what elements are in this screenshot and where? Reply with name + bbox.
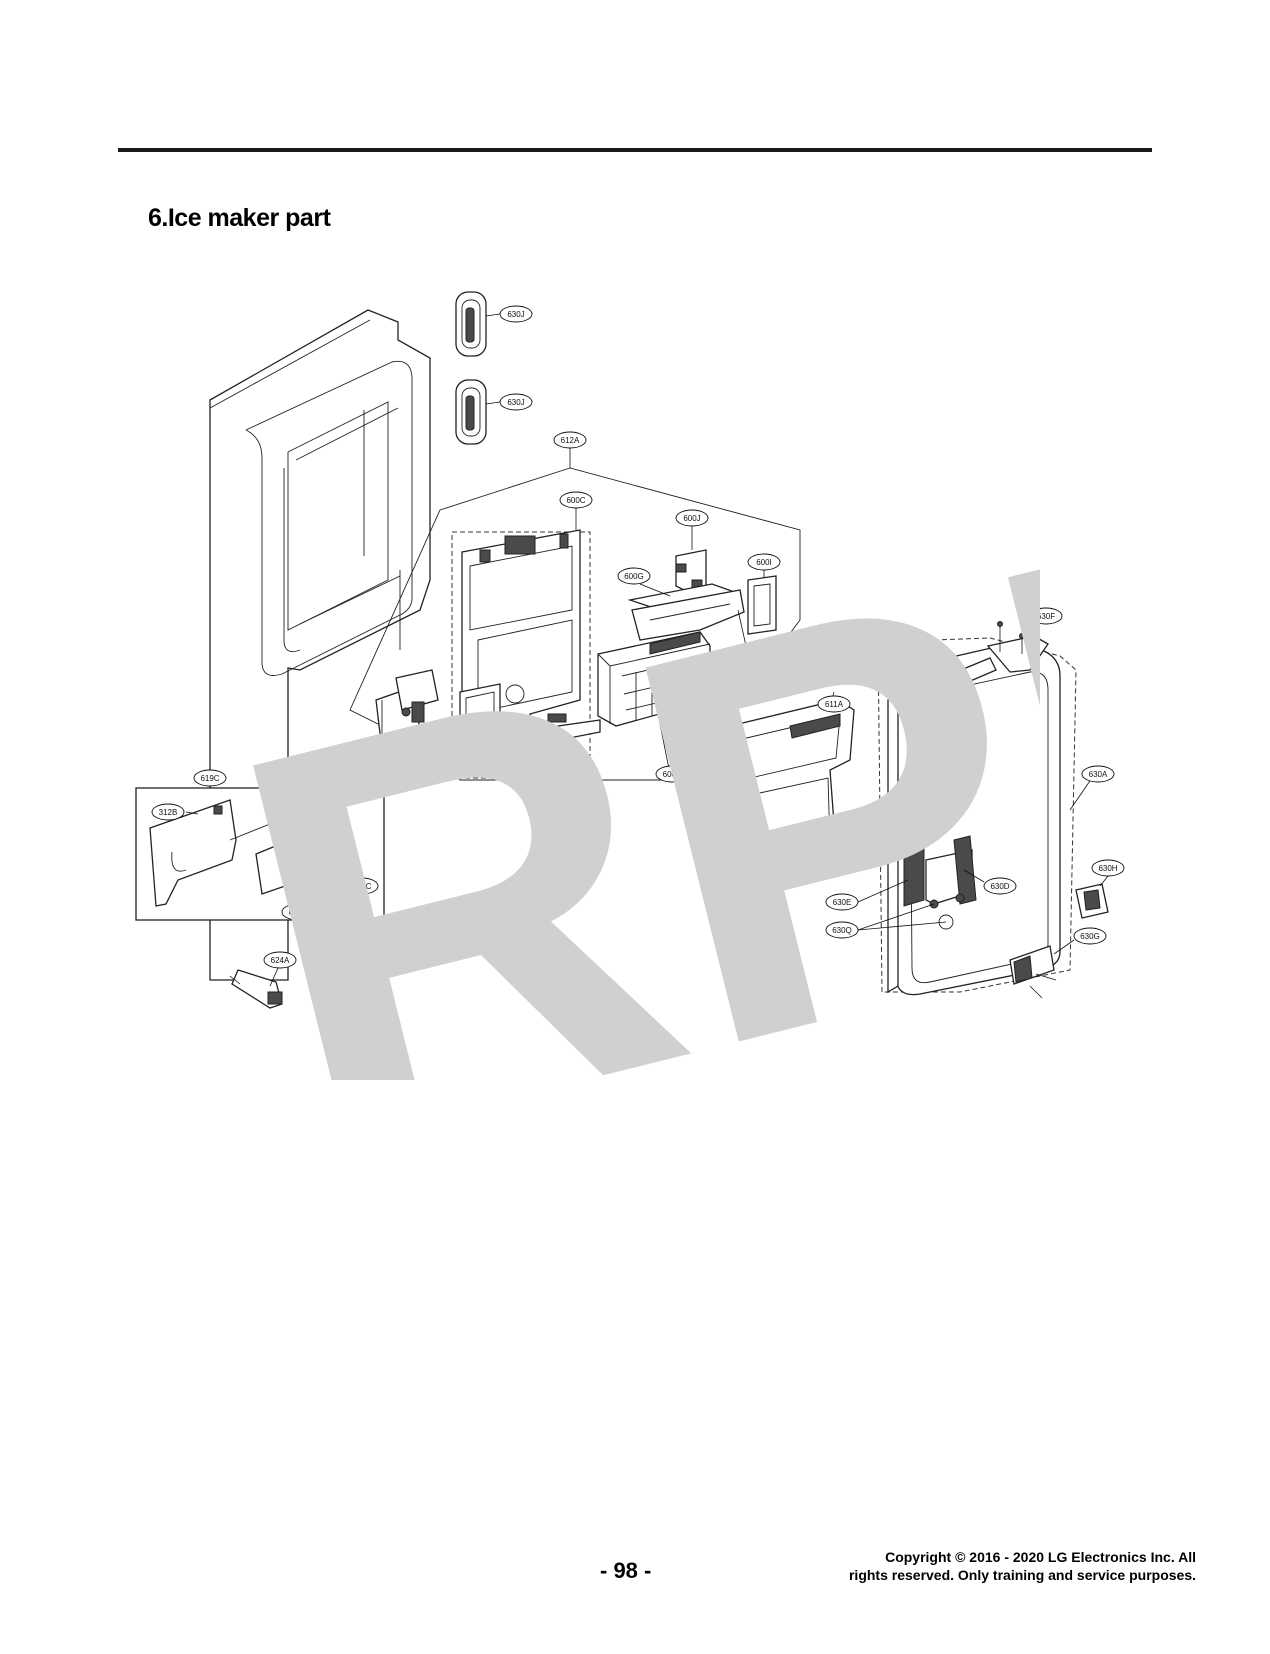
callout-600i: 600I xyxy=(747,553,781,571)
svg-text:607A: 607A xyxy=(781,680,800,689)
callout-600a: 600A xyxy=(655,765,689,783)
header-rule xyxy=(118,148,1152,152)
callout-600g: 600G xyxy=(617,567,651,585)
callout-630j-top: 630J xyxy=(499,305,533,323)
frame-600i xyxy=(747,575,777,635)
callout-624g: 624G xyxy=(297,925,331,943)
svg-text:600G: 600G xyxy=(624,572,644,581)
svg-text:312B: 312B xyxy=(159,808,178,817)
callout-312b: 312B xyxy=(151,803,185,821)
ice-door-630a xyxy=(887,644,1061,996)
svg-text:630Q: 630Q xyxy=(832,926,852,935)
callout-611a: 611A xyxy=(817,695,851,713)
svg-text:630F: 630F xyxy=(1037,612,1055,621)
callout-624c: 624C xyxy=(345,877,379,895)
svg-text:630J: 630J xyxy=(507,310,524,319)
ice-tray-assembly xyxy=(597,631,711,727)
ice-maker-housing xyxy=(459,529,601,751)
svg-text:615A: 615A xyxy=(289,908,308,917)
callout-630f: 630F xyxy=(1029,607,1063,625)
callout-619c: 619C xyxy=(193,769,227,787)
callout-630g: 630G xyxy=(1073,927,1107,945)
callout-612a: 612A xyxy=(553,431,587,449)
callout-619b: 619B xyxy=(301,817,335,835)
svg-text:630D: 630D xyxy=(990,882,1009,891)
page-number: - 98 - xyxy=(600,1558,652,1583)
svg-text:600C: 600C xyxy=(566,496,585,505)
svg-text:624G: 624G xyxy=(304,930,324,939)
screw-607a xyxy=(755,679,780,689)
svg-text:600H: 600H xyxy=(756,664,775,673)
callout-630a: 630A xyxy=(1081,765,1115,783)
svg-text:619B: 619B xyxy=(309,822,328,831)
callout-630h: 630H xyxy=(1091,859,1125,877)
svg-text:600A: 600A xyxy=(663,770,682,779)
callout-600j: 600J xyxy=(675,509,709,527)
callout-607a: 607A xyxy=(773,675,807,693)
svg-text:600I: 600I xyxy=(756,558,772,567)
hinge-630f xyxy=(986,621,1049,673)
svg-text:624C: 624C xyxy=(352,882,371,891)
page-title: 6.Ice maker part xyxy=(148,204,331,232)
svg-text:630J: 630J xyxy=(507,398,524,407)
callout-606a: 606A xyxy=(383,771,417,789)
bracket-630g xyxy=(1009,945,1057,999)
svg-text:611A: 611A xyxy=(825,700,844,709)
svg-text:630A: 630A xyxy=(1089,770,1108,779)
group-630a-bounds xyxy=(877,637,1077,993)
callout-600h: 600H xyxy=(749,659,783,677)
callout-630j-bottom: 630J xyxy=(499,393,533,411)
copyright-notice: Copyright © 2016 - 2020 LG Electronics I… xyxy=(849,1548,1196,1584)
callout-600c: 600C xyxy=(559,491,593,509)
ice-bin-611a xyxy=(721,699,855,887)
cover-600h xyxy=(631,589,745,641)
svg-text:612A: 612A xyxy=(561,436,580,445)
svg-text:619C: 619C xyxy=(200,774,219,783)
copyright-line-1: Copyright © 2016 - 2020 LG Electronics I… xyxy=(885,1549,1196,1565)
svg-text:624A: 624A xyxy=(271,956,290,965)
svg-text:630C: 630C xyxy=(934,690,953,699)
callout-630d: 630D xyxy=(983,877,1017,895)
callout-615a: 615A xyxy=(281,903,315,921)
gasket-630j-bottom xyxy=(455,379,487,445)
callout-630e: 630E xyxy=(825,893,859,911)
filter-624a xyxy=(229,969,283,1009)
group-600c-bounds xyxy=(451,531,591,779)
callout-624a: 624A xyxy=(263,951,297,969)
gasket-630j-top xyxy=(455,291,487,357)
svg-text:630H: 630H xyxy=(1098,864,1117,873)
svg-text:606A: 606A xyxy=(391,776,410,785)
svg-text:630G: 630G xyxy=(1080,932,1100,941)
callout-630q: 630Q xyxy=(825,921,859,939)
exploded-parts-diagram: 630J 630J 612A 600C 600J 600G 600I 630F … xyxy=(0,280,1270,1100)
copyright-line-2: rights reserved. Only training and servi… xyxy=(848,1567,1196,1583)
catch-630h xyxy=(1075,883,1109,919)
svg-text:600J: 600J xyxy=(683,514,700,523)
svg-text:630E: 630E xyxy=(833,898,852,907)
motor-606a xyxy=(375,669,439,751)
assembly-612a-outline xyxy=(349,467,801,781)
callout-630c: 630C xyxy=(927,685,961,703)
